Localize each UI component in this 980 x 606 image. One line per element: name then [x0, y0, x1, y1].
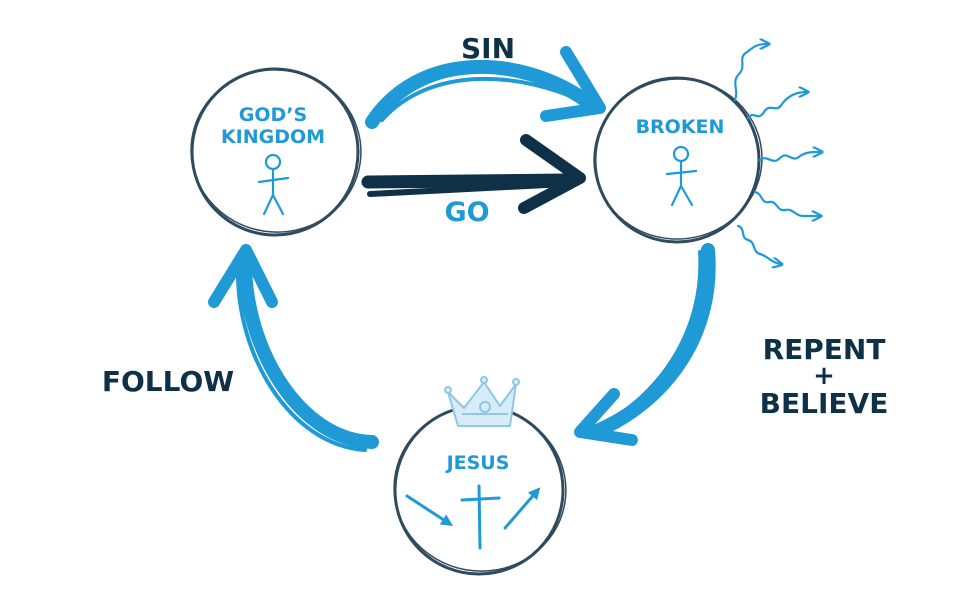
gods-kingdom-label: KINGDOM [221, 126, 325, 148]
repent-believe-arrow [574, 243, 716, 446]
plus-label: + [813, 361, 835, 391]
go-label: GO [444, 197, 489, 228]
follow-arrow [208, 244, 379, 452]
stick-figure-icon [257, 153, 290, 216]
cross-icon [405, 484, 541, 550]
believe-label: BELIEVE [760, 387, 889, 420]
gods-kingdom-label: GOD’S [239, 104, 307, 126]
broken-label: BROKEN [636, 116, 725, 138]
wavy-arrow-icon [733, 44, 820, 264]
broken-circle [593, 76, 763, 244]
follow-label: FOLLOW [102, 365, 234, 398]
sin-label: SIN [461, 32, 515, 65]
sin-arrow [365, 46, 606, 129]
go-arrow [361, 134, 586, 214]
gods-kingdom-circle [190, 67, 362, 237]
jesus-label: JESUS [445, 452, 510, 474]
repent-label: REPENT [763, 333, 886, 366]
crown-icon [444, 376, 520, 427]
stick-figure-icon [665, 145, 698, 207]
